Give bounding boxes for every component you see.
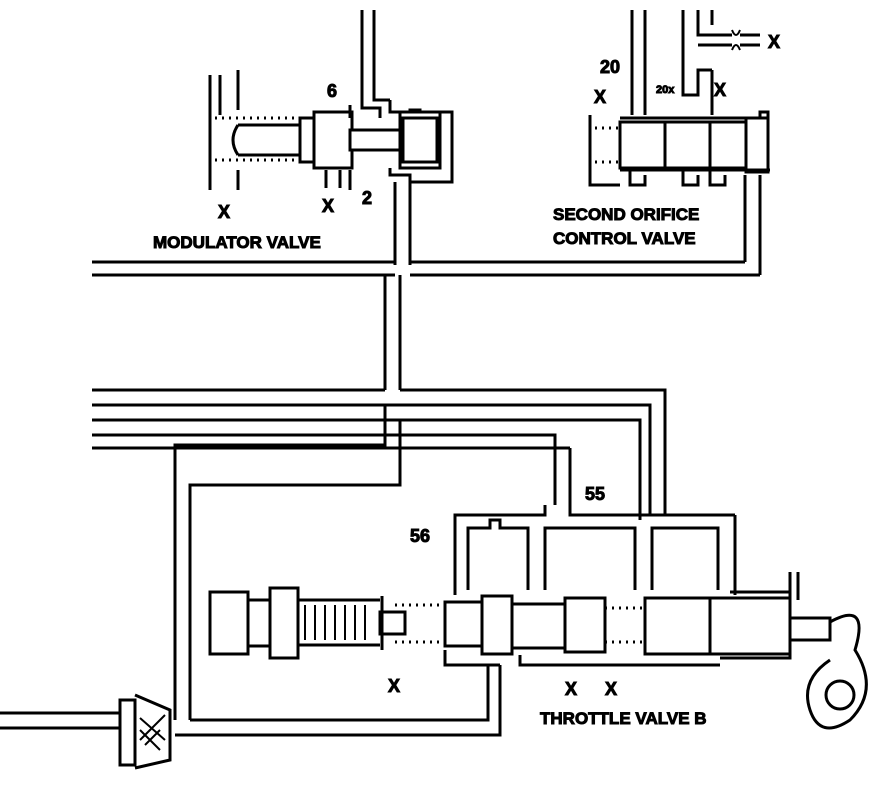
- label-exhaust-soc-top: X: [768, 32, 780, 52]
- second-orifice-control-valve-body: [588, 10, 770, 275]
- label-port-56: 56: [410, 526, 430, 546]
- label-throttle-valve-b: THROTTLE VALVE B: [540, 709, 707, 728]
- label-port-6: 6: [327, 81, 337, 101]
- label-exhaust-mod-mid: X: [322, 196, 334, 216]
- label-exhaust-mod-left: X: [218, 202, 230, 222]
- label-exhaust-tv-2: X: [565, 679, 577, 699]
- label-second-orifice-line1: SECOND ORIFICE: [553, 205, 699, 224]
- label-exhaust-soc-right: X: [714, 80, 726, 100]
- label-exhaust-soc-left: X: [594, 87, 606, 107]
- label-modulator-valve: MODULATOR VALVE: [153, 233, 321, 252]
- filter-screen: [0, 693, 172, 770]
- label-port-55: 55: [585, 484, 605, 504]
- label-exhaust-tv-1: X: [388, 676, 400, 696]
- modulator-valve-body: [208, 10, 454, 265]
- label-port-20x: 20x: [656, 84, 675, 96]
- label-exhaust-tv-3: X: [605, 679, 617, 699]
- label-port-20: 20: [600, 57, 620, 77]
- label-second-orifice-line2: CONTROL VALVE: [553, 229, 696, 248]
- label-port-2: 2: [362, 188, 372, 208]
- throttle-valve-b-body: [175, 505, 868, 737]
